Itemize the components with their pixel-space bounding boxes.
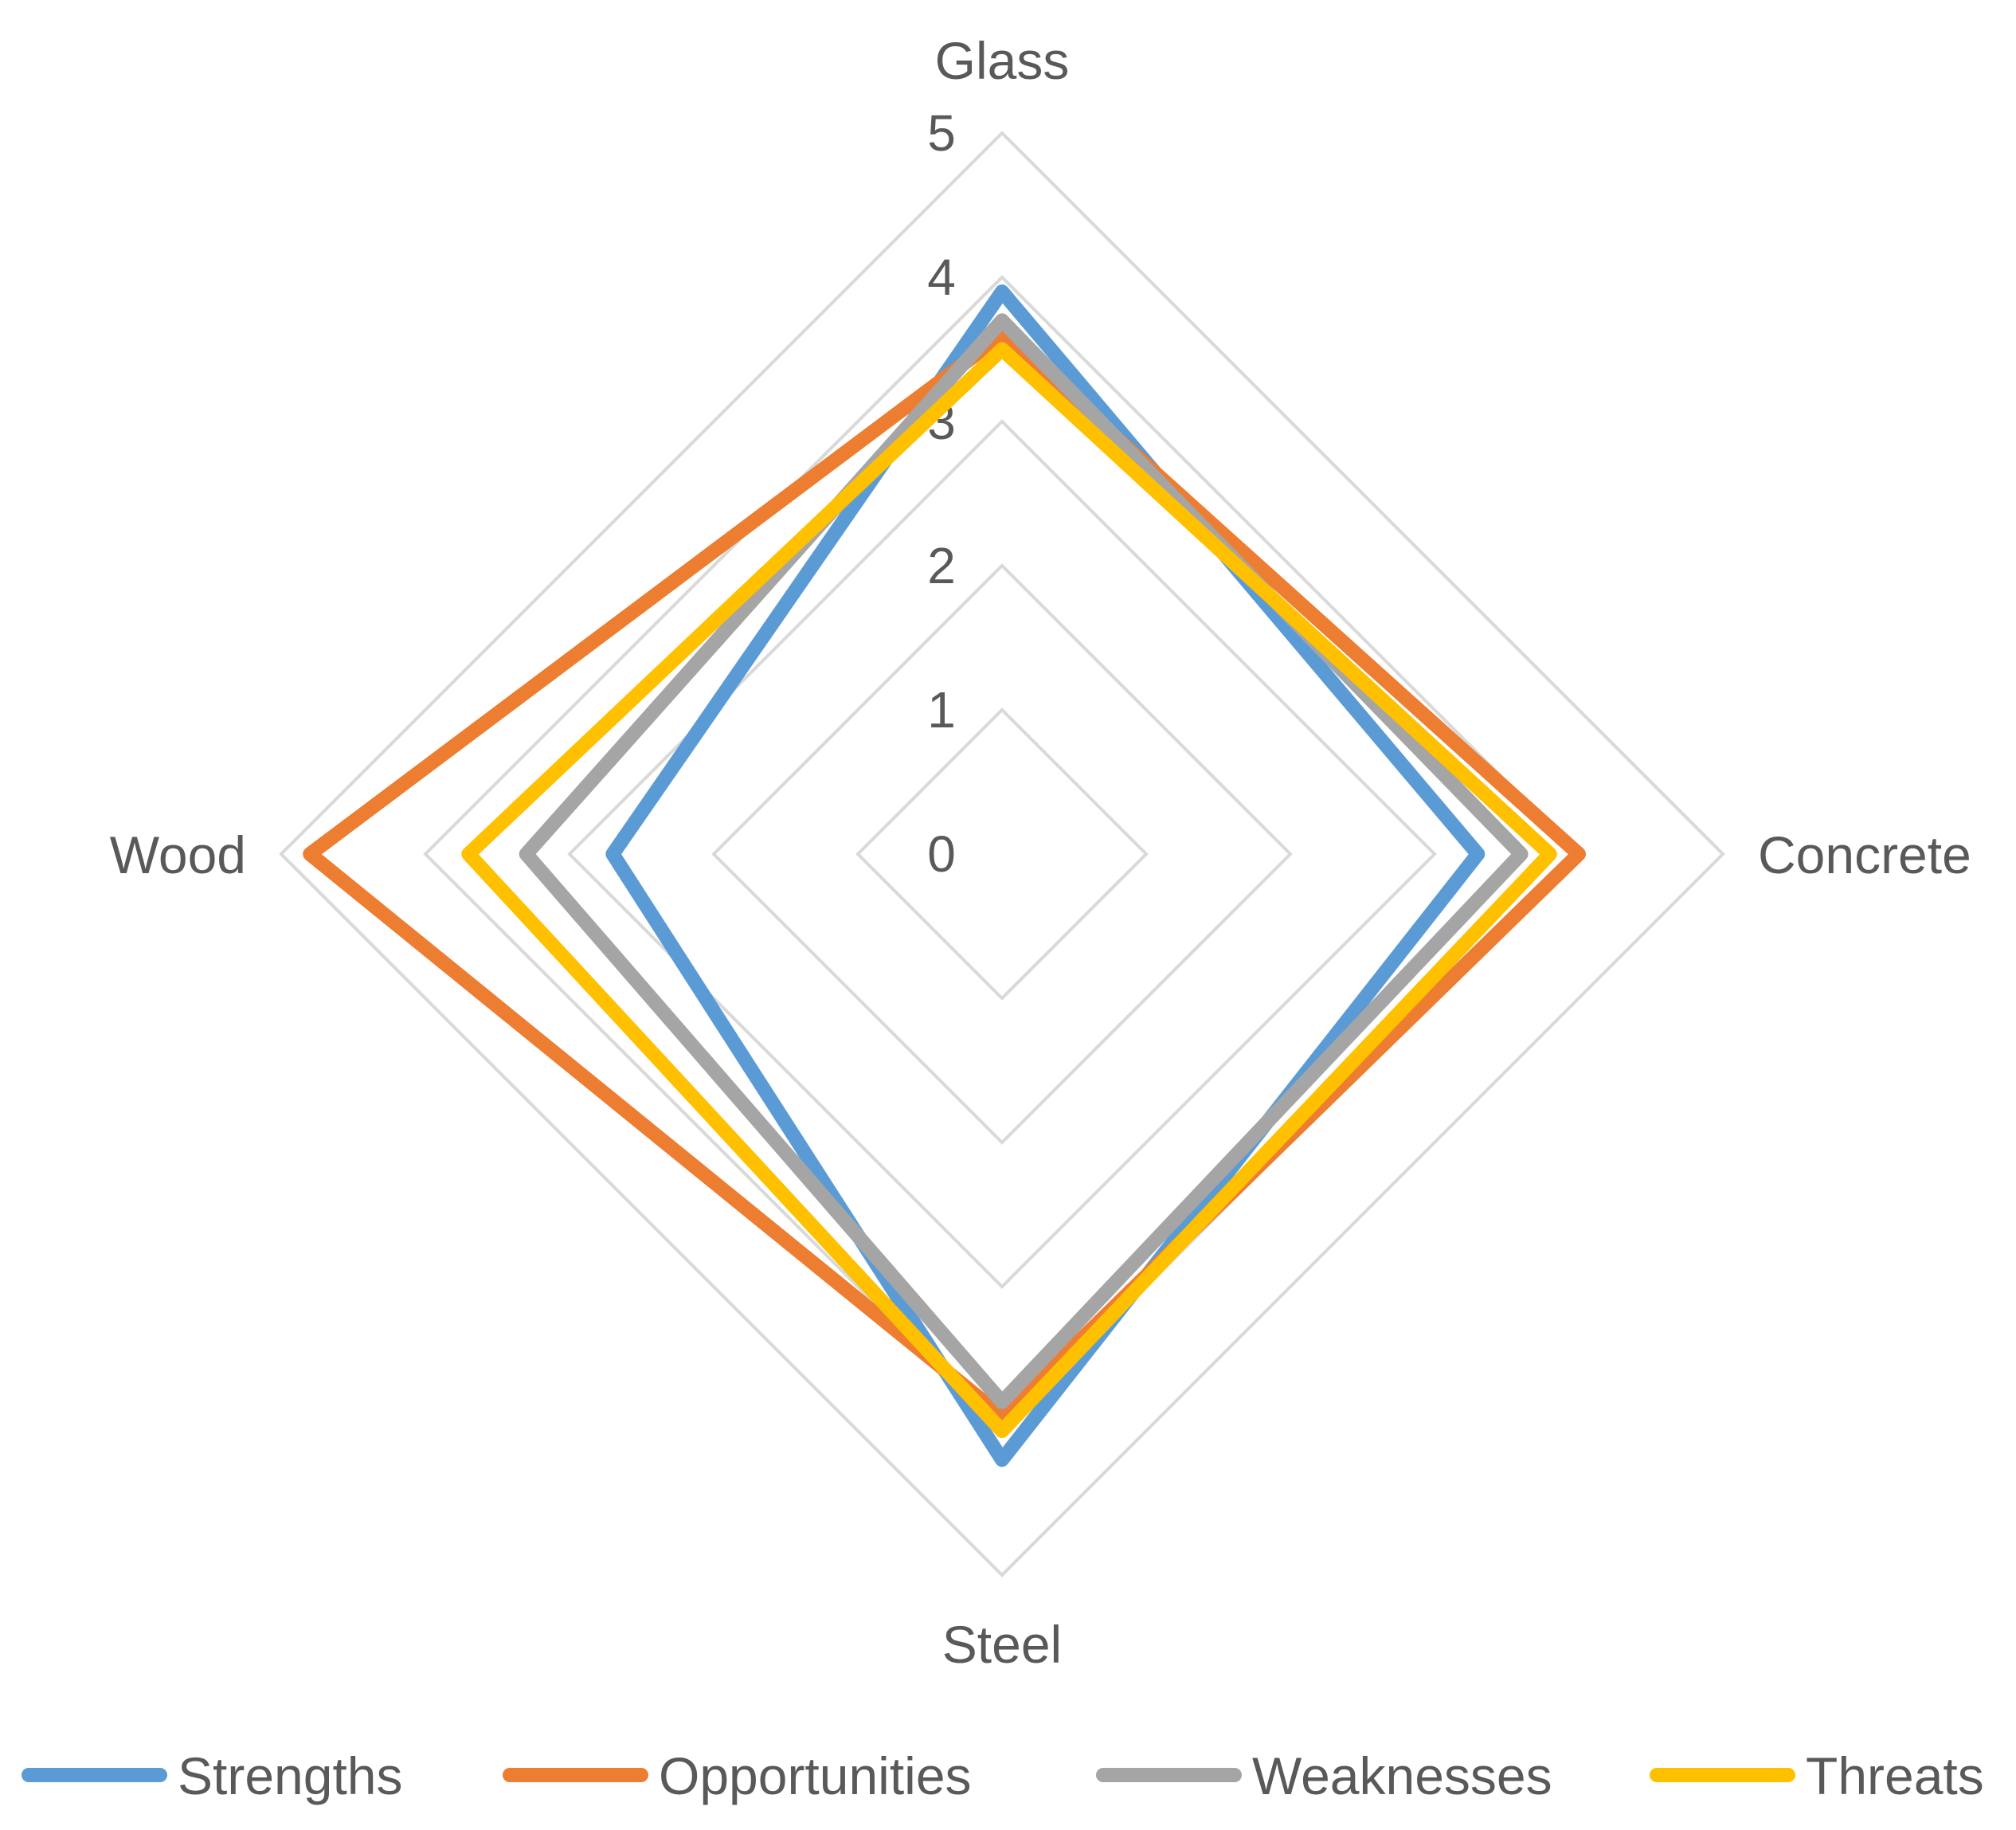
radial-tick-label: 4 xyxy=(927,249,956,306)
legend-label-strengths: Strengths xyxy=(178,1746,403,1805)
grid-ring-5 xyxy=(279,131,1725,1577)
legend-label-opportunities: Opportunities xyxy=(659,1746,972,1805)
grid-ring-4 xyxy=(423,275,1581,1433)
series-weaknesses xyxy=(519,313,1529,1409)
radial-tick-label: 0 xyxy=(927,825,956,883)
series-opportunities xyxy=(303,327,1586,1424)
legend-label-weaknesses: Weaknesses xyxy=(1252,1746,1552,1805)
grid-ring-1 xyxy=(855,707,1149,1001)
grid-ring-2 xyxy=(711,563,1293,1145)
category-label-wood: Wood xyxy=(110,825,246,884)
legend-label-threats: Threats xyxy=(1806,1746,1984,1805)
legend: Strengths Opportunities Weaknesses Threats xyxy=(22,1746,1984,1805)
series-strengths xyxy=(605,284,1486,1468)
grid-ring-3 xyxy=(567,419,1437,1289)
category-label-glass: Glass xyxy=(935,31,1070,90)
radial-tick-label: 1 xyxy=(927,681,956,739)
radial-tick-label: 2 xyxy=(927,537,956,594)
series-threats xyxy=(461,342,1557,1438)
series-layer xyxy=(303,284,1586,1468)
category-label-steel: Steel xyxy=(942,1615,1062,1674)
category-label-concrete: Concrete xyxy=(1758,825,1971,884)
radial-tick-label: 5 xyxy=(927,104,956,162)
